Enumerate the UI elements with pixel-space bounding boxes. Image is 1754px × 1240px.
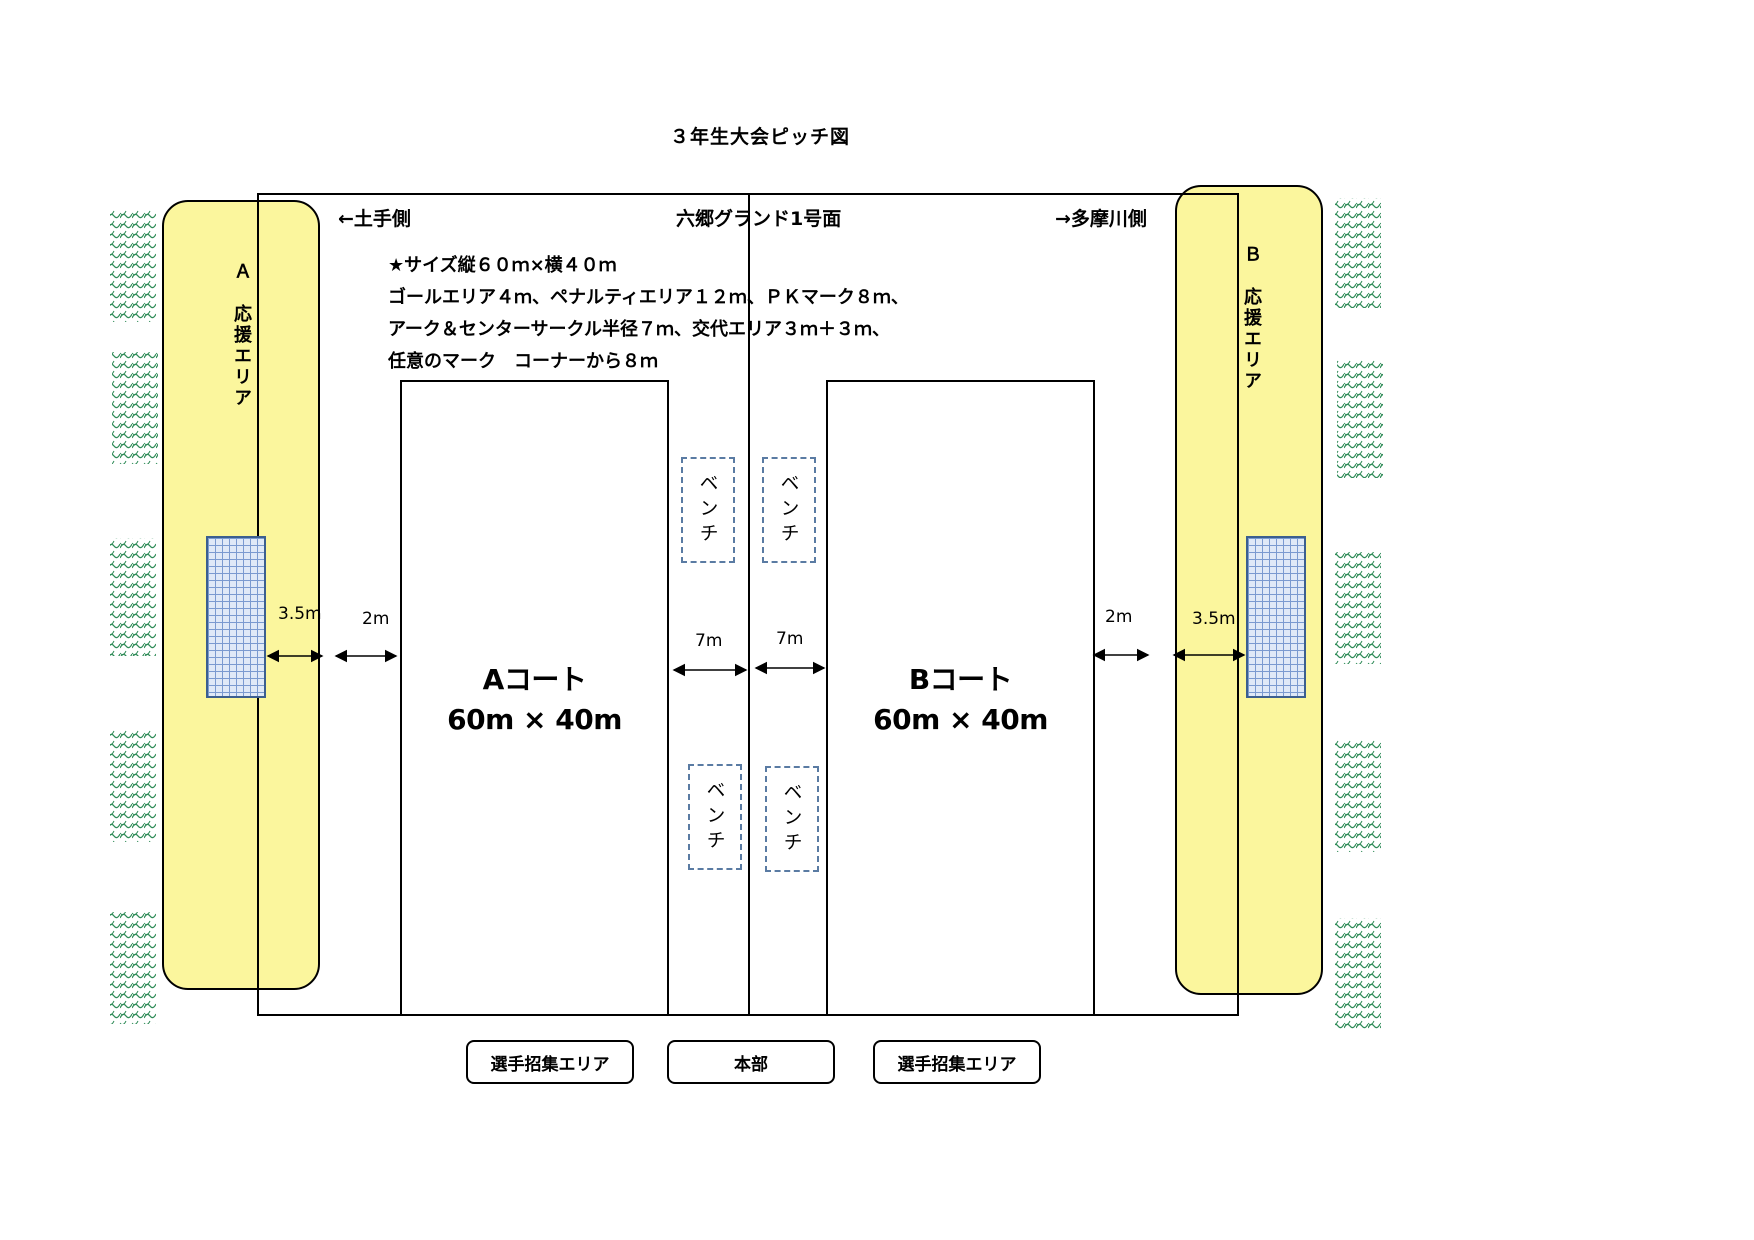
note-line: ゴールエリア４ｍ、ペナルティエリア１２ｍ、ＰＫマーク８ｍ、 xyxy=(388,287,909,308)
court-b-name: Bコート xyxy=(908,663,1013,696)
bench-label: ベンチ xyxy=(780,781,803,857)
note-line: 任意のマーク コーナーから８ｍ xyxy=(388,351,658,372)
tree-hedge-icon xyxy=(112,352,158,464)
tree-hedge-icon xyxy=(1335,552,1381,664)
bench-a-upper: ベンチ xyxy=(681,457,735,563)
support-area-a-label: Ａ 応援エリア xyxy=(231,262,252,409)
tree-hedge-icon xyxy=(110,538,156,656)
bench-a-lower: ベンチ xyxy=(688,764,742,870)
dim-a-goal-gap: 3.5m xyxy=(278,604,322,624)
dim-a-bench-gap: 7m xyxy=(695,631,723,651)
field-center-label: 六郷グランド1号面 xyxy=(676,208,842,230)
tree-hedge-icon xyxy=(110,912,156,1024)
bench-label: ベンチ xyxy=(696,472,719,548)
tree-hedge-icon xyxy=(1335,918,1381,1030)
bench-b-lower: ベンチ xyxy=(765,766,819,872)
player-assembly-area-left: 選手招集エリア xyxy=(466,1040,634,1084)
page-title: ３年生大会ピッチ図 xyxy=(669,126,850,148)
note-line: ★サイズ縦６０ｍ×横４０ｍ xyxy=(388,255,617,276)
goal-net-icon xyxy=(206,536,266,698)
notes-block: ★サイズ縦６０ｍ×横４０ｍ ゴールエリア４ｍ、ペナルティエリア１２ｍ、ＰＫマーク… xyxy=(388,250,909,378)
court-b-size: 60m × 40m xyxy=(873,703,1048,736)
court-b: Bコート 60m × 40m xyxy=(826,380,1095,1016)
court-a: Aコート 60m × 40m xyxy=(400,380,669,1016)
field-center-line xyxy=(748,193,750,1016)
dim-b-bench-gap: 7m xyxy=(776,629,804,649)
dim-b-goal-gap: 3.5m xyxy=(1192,609,1236,629)
tree-hedge-icon xyxy=(1335,198,1381,308)
tree-hedge-icon xyxy=(1335,740,1381,852)
tree-hedge-icon xyxy=(110,210,156,322)
headquarters-area: 本部 xyxy=(667,1040,835,1084)
dim-b-side-gap: 2m xyxy=(1105,607,1133,627)
field-right-label: →多摩川側 xyxy=(1055,208,1147,230)
court-a-size: 60m × 40m xyxy=(447,703,622,736)
support-area-b-label: Ｂ 応援エリア xyxy=(1241,245,1262,392)
player-assembly-area-right: 選手招集エリア xyxy=(873,1040,1041,1084)
tree-hedge-icon xyxy=(1337,360,1383,478)
dim-a-side-gap: 2m xyxy=(362,609,390,629)
court-a-name: Aコート xyxy=(482,663,587,696)
tree-hedge-icon xyxy=(110,730,156,842)
goal-net-icon xyxy=(1246,536,1306,698)
note-line: アーク＆センターサークル半径７ｍ、交代エリア３ｍ＋３ｍ、 xyxy=(388,319,891,340)
bench-label: ベンチ xyxy=(703,779,726,855)
bench-label: ベンチ xyxy=(777,472,800,548)
bench-b-upper: ベンチ xyxy=(762,457,816,563)
field-left-label: ←土手側 xyxy=(338,208,411,230)
